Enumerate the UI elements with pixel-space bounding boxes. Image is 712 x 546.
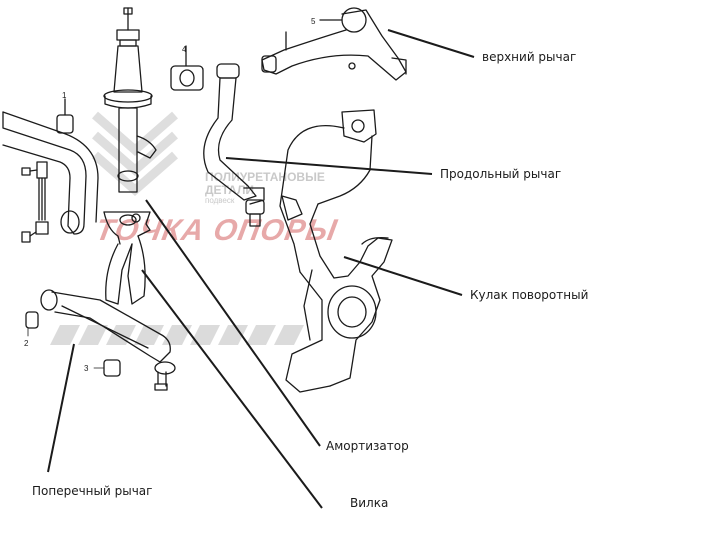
label-shock-absorber: Амортизатор [326, 439, 409, 453]
trailing-arm-drawing [203, 63, 265, 227]
knuckle-drawing [279, 109, 393, 393]
label-lower-arm: Поперечный рычаг [32, 484, 153, 498]
part-number-leaders [27, 19, 343, 369]
pointer-trailing-arm [225, 157, 433, 175]
label-fork: Вилка [350, 496, 389, 510]
stabilizer-link-drawing [21, 161, 49, 243]
watermark-stripes [50, 325, 304, 345]
pointer-upper-arm [387, 29, 475, 58]
label-trailing-arm: Продольный рычаг [440, 167, 562, 181]
part-number-4: 4 [182, 45, 187, 54]
pointer-lower-arm [47, 343, 75, 473]
label-upper-arm: верхний рычаг [482, 50, 577, 64]
lower-arm-drawing [25, 289, 176, 391]
fork-drawing [103, 211, 151, 305]
part-number-1: 1 [62, 91, 67, 100]
stabilizer-bar-drawing [2, 98, 99, 235]
part-number-2: 2 [24, 339, 29, 348]
watermark-chevron [92, 111, 178, 196]
pointer-knuckle [343, 256, 463, 296]
pointer-shock [145, 199, 321, 447]
pointer-fork [141, 269, 323, 509]
watermark-line-3: подвеск [205, 196, 235, 205]
label-knuckle: Кулак поворотный [470, 288, 589, 302]
watermark-line-2: ДЕТАЛИ [205, 183, 254, 197]
part-number-3: 3 [84, 364, 89, 373]
bushing-4-drawing [170, 45, 204, 91]
upper-arm-drawing [261, 7, 407, 81]
pointer-lines [47, 29, 475, 509]
part-number-5: 5 [311, 17, 316, 26]
shock-absorber-drawing [103, 7, 157, 193]
